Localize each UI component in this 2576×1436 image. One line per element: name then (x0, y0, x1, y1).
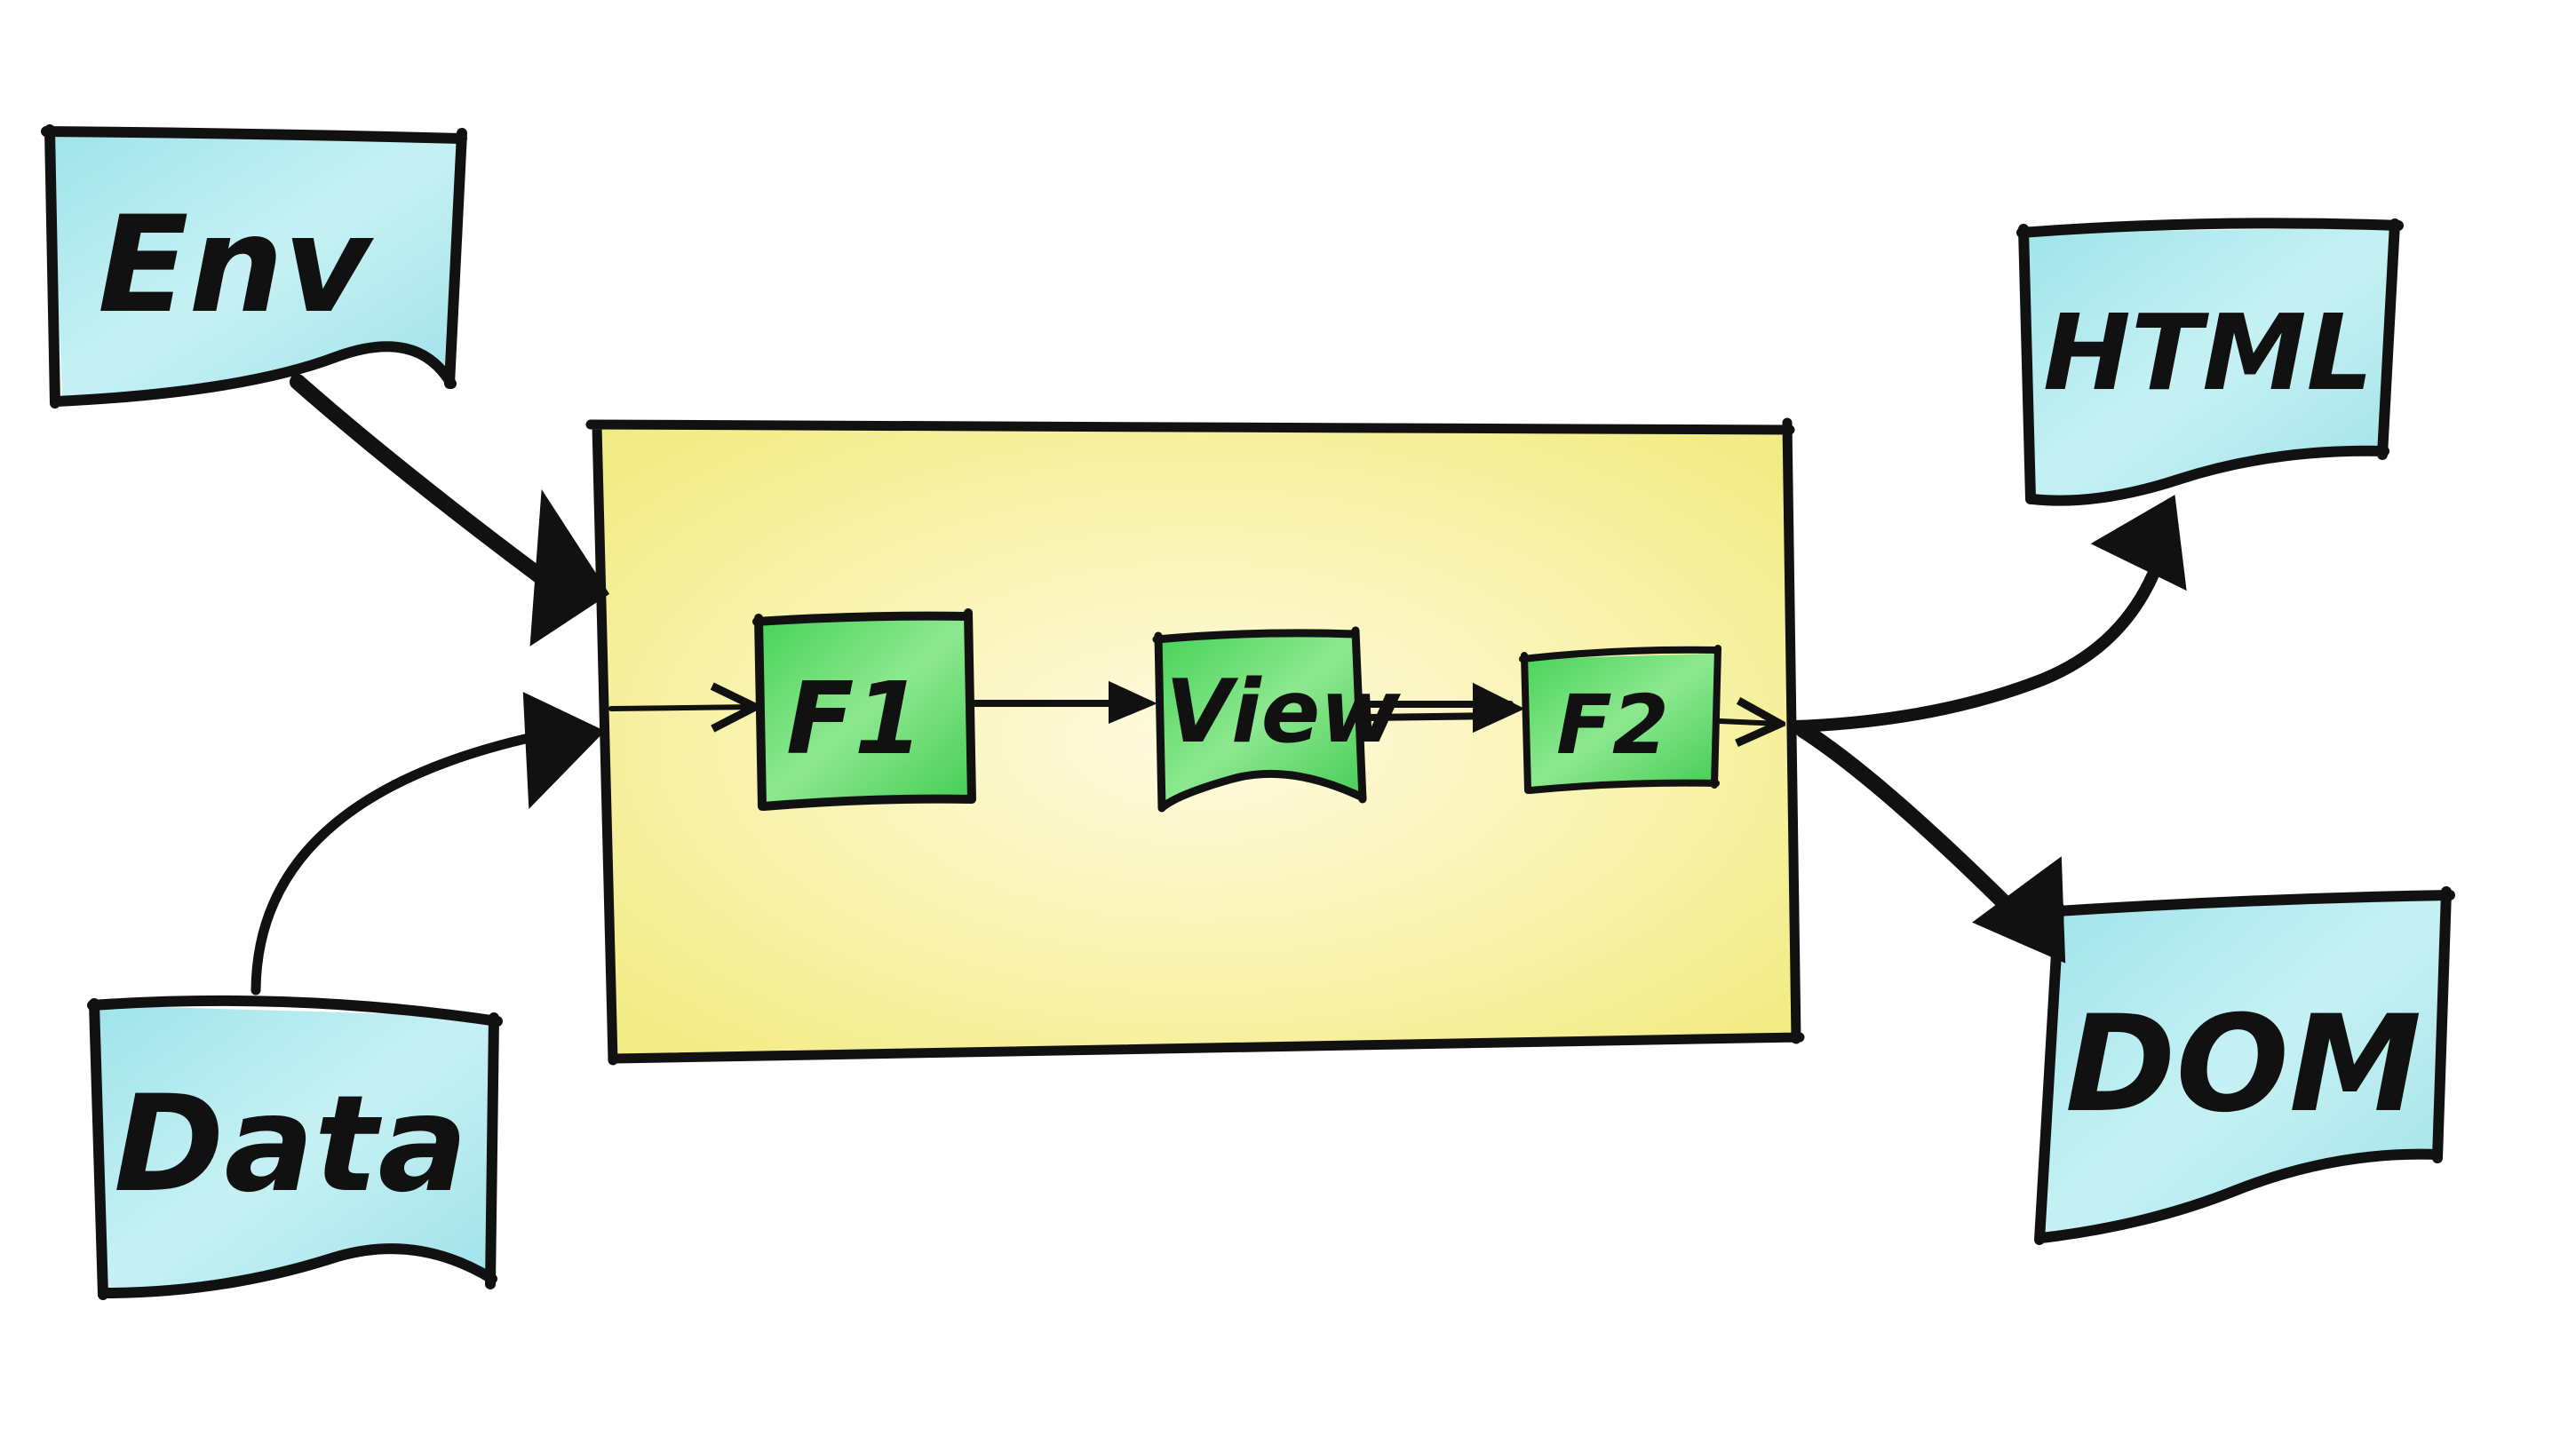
step-f2: F2 (1519, 645, 1721, 794)
env-to-process-arrow (290, 374, 585, 612)
view-f2-arrowhead (1473, 682, 1525, 734)
html-label: HTML (2043, 291, 2373, 414)
html-arrowhead (2090, 495, 2187, 591)
f1-view-arrowhead (1109, 680, 1157, 724)
data-label: Data (114, 1067, 468, 1222)
step-view: View (1152, 626, 1401, 813)
dom-arrowhead (1972, 856, 2066, 964)
env-label: Env (98, 188, 374, 343)
output-to-dom-arrow (1795, 722, 2033, 932)
data-to-process-arrow (250, 732, 538, 996)
dom-document: DOM (2034, 886, 2455, 1245)
step-f1: F1 (752, 608, 976, 811)
data-document: Data (87, 995, 503, 1300)
f1-label: F1 (786, 662, 923, 777)
html-document: HTML (2016, 218, 2404, 506)
connectors (250, 374, 2187, 996)
data-arrowhead (522, 692, 606, 810)
f2-to-output-arrow (1717, 721, 1780, 724)
output-to-html-arrow (1790, 527, 2174, 733)
env-arrowhead (529, 488, 610, 647)
container-to-f1-arrow (608, 707, 755, 709)
f2-label: F2 (1556, 678, 1669, 773)
view-label: View (1165, 662, 1401, 763)
env-document: Env (41, 124, 467, 409)
dom-label: DOM (2065, 988, 2421, 1142)
